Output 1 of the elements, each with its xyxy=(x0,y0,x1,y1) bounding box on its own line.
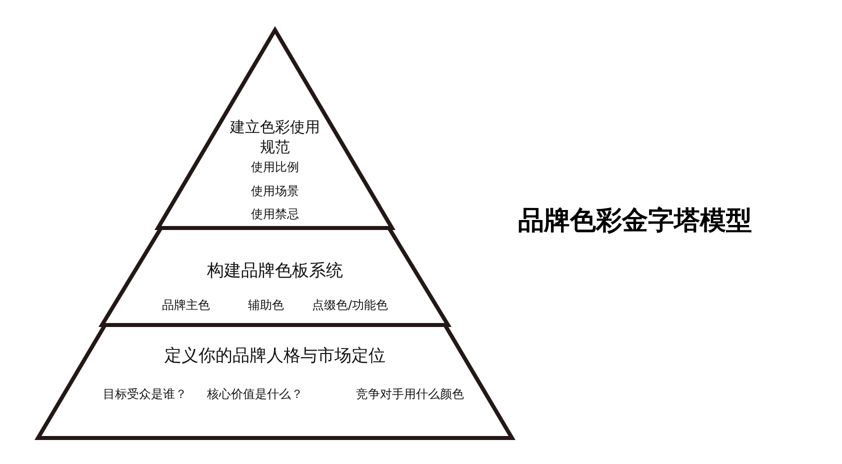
title: 品牌色彩金字塔模型 xyxy=(517,205,753,238)
